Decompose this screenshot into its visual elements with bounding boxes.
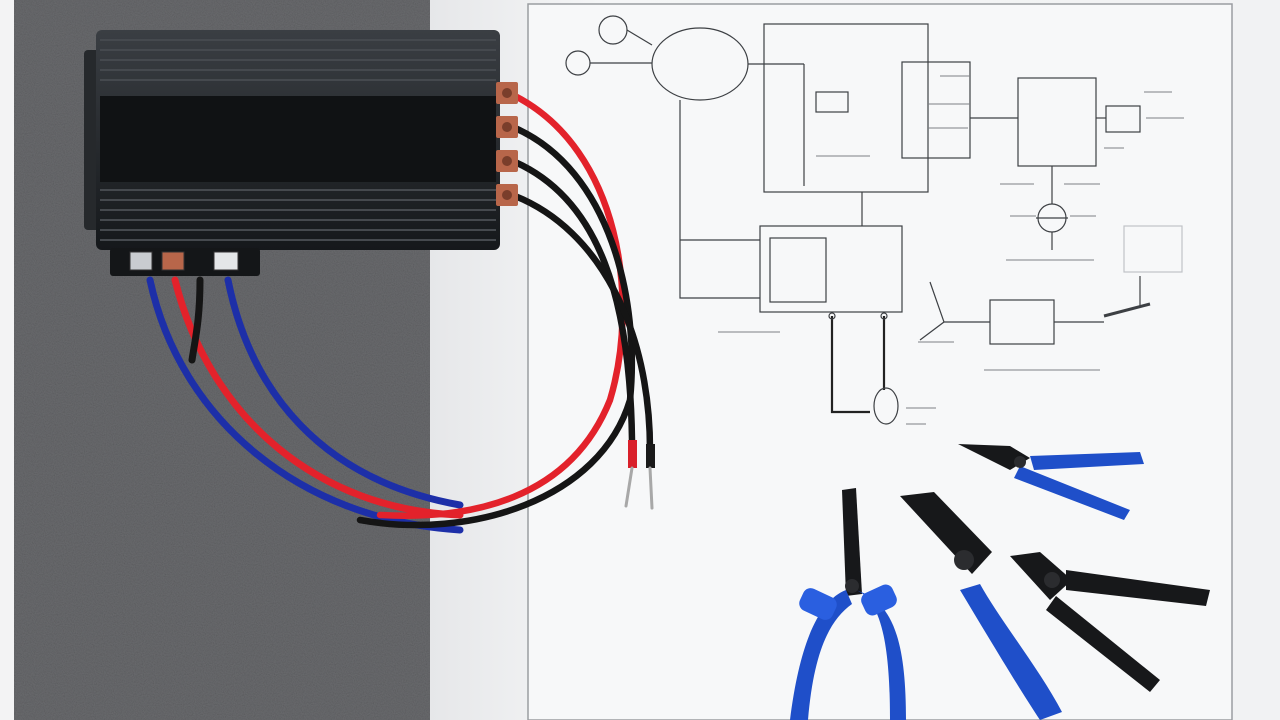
black-wire-2 [511,158,636,444]
wiring-diagram [565,15,1184,425]
output-terminals [496,82,518,206]
needle-nose-pliers [790,488,906,720]
wire-stripper [958,444,1144,520]
left-board-edge [0,0,14,720]
black-crimp-terminal [646,444,655,468]
amplifier-unit [84,30,518,276]
wire-crimper-tool [900,492,1062,720]
diagram-box-lower [759,225,903,313]
black-wire-3 [511,192,654,454]
blue-wire-left [146,276,464,534]
input-terminals [129,251,239,271]
red-crimp-terminal [628,440,637,468]
diagram-box-main [763,23,929,193]
blue-wire-mid [224,276,464,509]
diagram-box-right [1017,77,1097,167]
cable-bundle [146,92,655,534]
red-wire-right [376,92,626,519]
heatsink-fins [100,39,496,241]
black-wire-left [188,276,204,364]
diagonal-cutter [1010,552,1210,692]
